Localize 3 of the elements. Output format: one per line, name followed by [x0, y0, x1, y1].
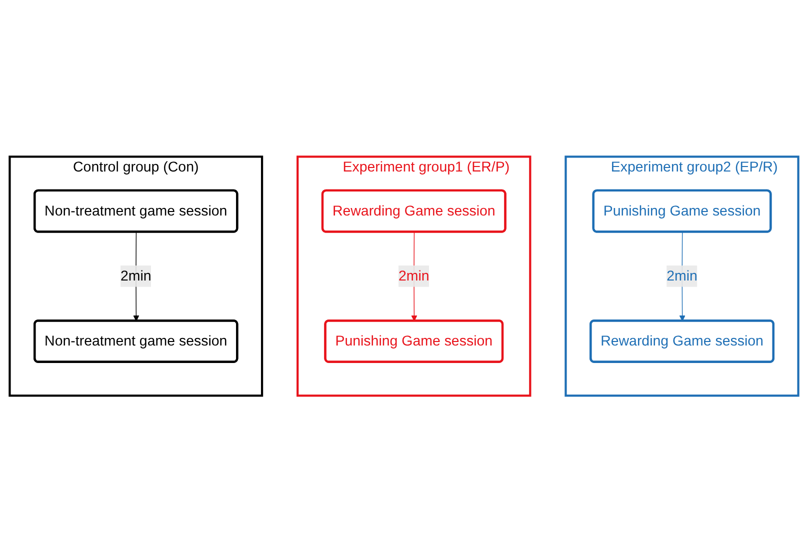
edge-label: 2min [120, 268, 152, 284]
edge-label: 2min [398, 268, 430, 284]
edge-label: 2min [666, 268, 698, 284]
